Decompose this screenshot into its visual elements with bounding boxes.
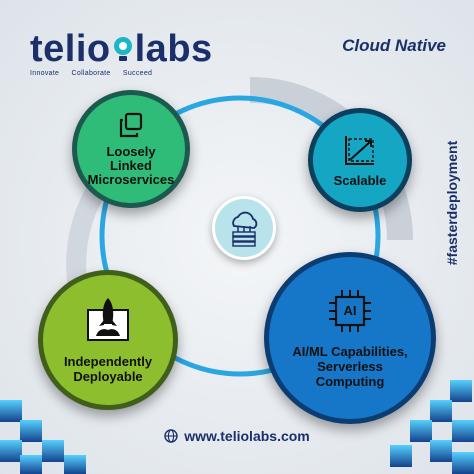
tagline-innovate: Innovate [30, 70, 60, 77]
bubble-center-cloud [212, 196, 276, 260]
logo-suffix: labs [134, 28, 213, 70]
tagline-collaborate: Collaborate [71, 70, 111, 77]
bubble-scalable: Scalable [308, 108, 412, 212]
globe-icon [164, 429, 178, 443]
logo-prefix: telio [30, 28, 111, 70]
website-link[interactable]: www.teliolabs.com [184, 428, 310, 444]
scalable-label: Scalable [333, 172, 387, 188]
bubble-loosely-linked: Loosely Linked Microservices [72, 90, 190, 208]
tagline-succeed: Succeed [122, 70, 153, 77]
logo-tagline: Innovate Collaborate Succeed [30, 70, 213, 77]
loosely-line3: Microservices [87, 172, 175, 187]
footer: www.teliolabs.com [0, 428, 474, 446]
hashtag-vertical: #fasterdeployment [442, 120, 462, 285]
aiml-line3: Computing [315, 373, 385, 389]
deployable-line2: Deployable [73, 369, 143, 384]
ai-chip-label: AI [343, 302, 357, 318]
page-title: Cloud Native [342, 36, 446, 55]
bubble-ai-ml: AI AI/ML Capabilities, Serverless Comput… [264, 252, 436, 424]
cloud-network-icon [232, 211, 258, 247]
deployable-line1: Independently [63, 354, 153, 369]
aiml-line1: AI/ML Capabilities, [292, 343, 408, 359]
ai-chip-icon: AI [327, 288, 373, 334]
rocket-icon [87, 298, 129, 341]
orbit-ring [99, 95, 381, 377]
cube-cluster-right [390, 380, 474, 474]
bubble-independently-deployable: Independently Deployable [38, 270, 178, 410]
cube-cluster-left [0, 400, 86, 474]
loosely-line2: Linked [110, 158, 152, 173]
aiml-line2: Serverless [317, 358, 383, 374]
bulb-icon [113, 37, 132, 61]
brand-logo: telio labs Innovate Collaborate Succeed [30, 30, 213, 77]
loosely-line1: Loosely [106, 144, 156, 159]
growth-chart-icon [345, 135, 374, 165]
hashtag-text: #fasterdeployment [444, 140, 460, 265]
copy-icon [119, 112, 143, 138]
